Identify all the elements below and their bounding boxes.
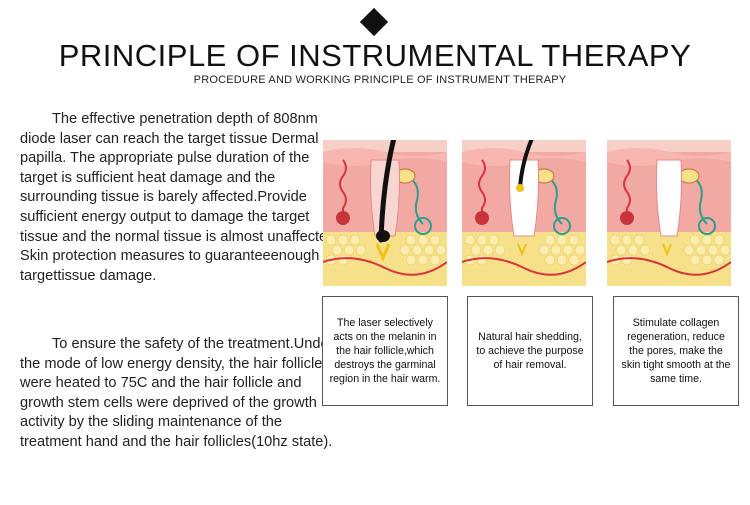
diamond-ornament-icon	[359, 7, 389, 37]
caption-regeneration: Stimulate collagen regeneration, reduce …	[613, 296, 739, 406]
page-subtitle: PROCEDURE AND WORKING PRINCIPLE OF INSTR…	[193, 74, 567, 86]
page-title: PRINCIPLE OF INSTRUMENTAL THERAPY	[58, 38, 692, 73]
skin-illustration-regeneration	[607, 140, 731, 286]
intro-paragraph: The effective penetration depth of 808nm…	[20, 111, 340, 284]
caption-shedding: Natural hair shedding, to achieve the pu…	[467, 296, 593, 406]
skin-illustration-laser	[323, 140, 447, 286]
caption-laser: The laser selectively acts on the melani…	[322, 296, 448, 406]
safety-paragraph: To ensure the safety of the treatment.Un…	[20, 336, 334, 450]
skin-illustration-shedding	[462, 140, 586, 286]
